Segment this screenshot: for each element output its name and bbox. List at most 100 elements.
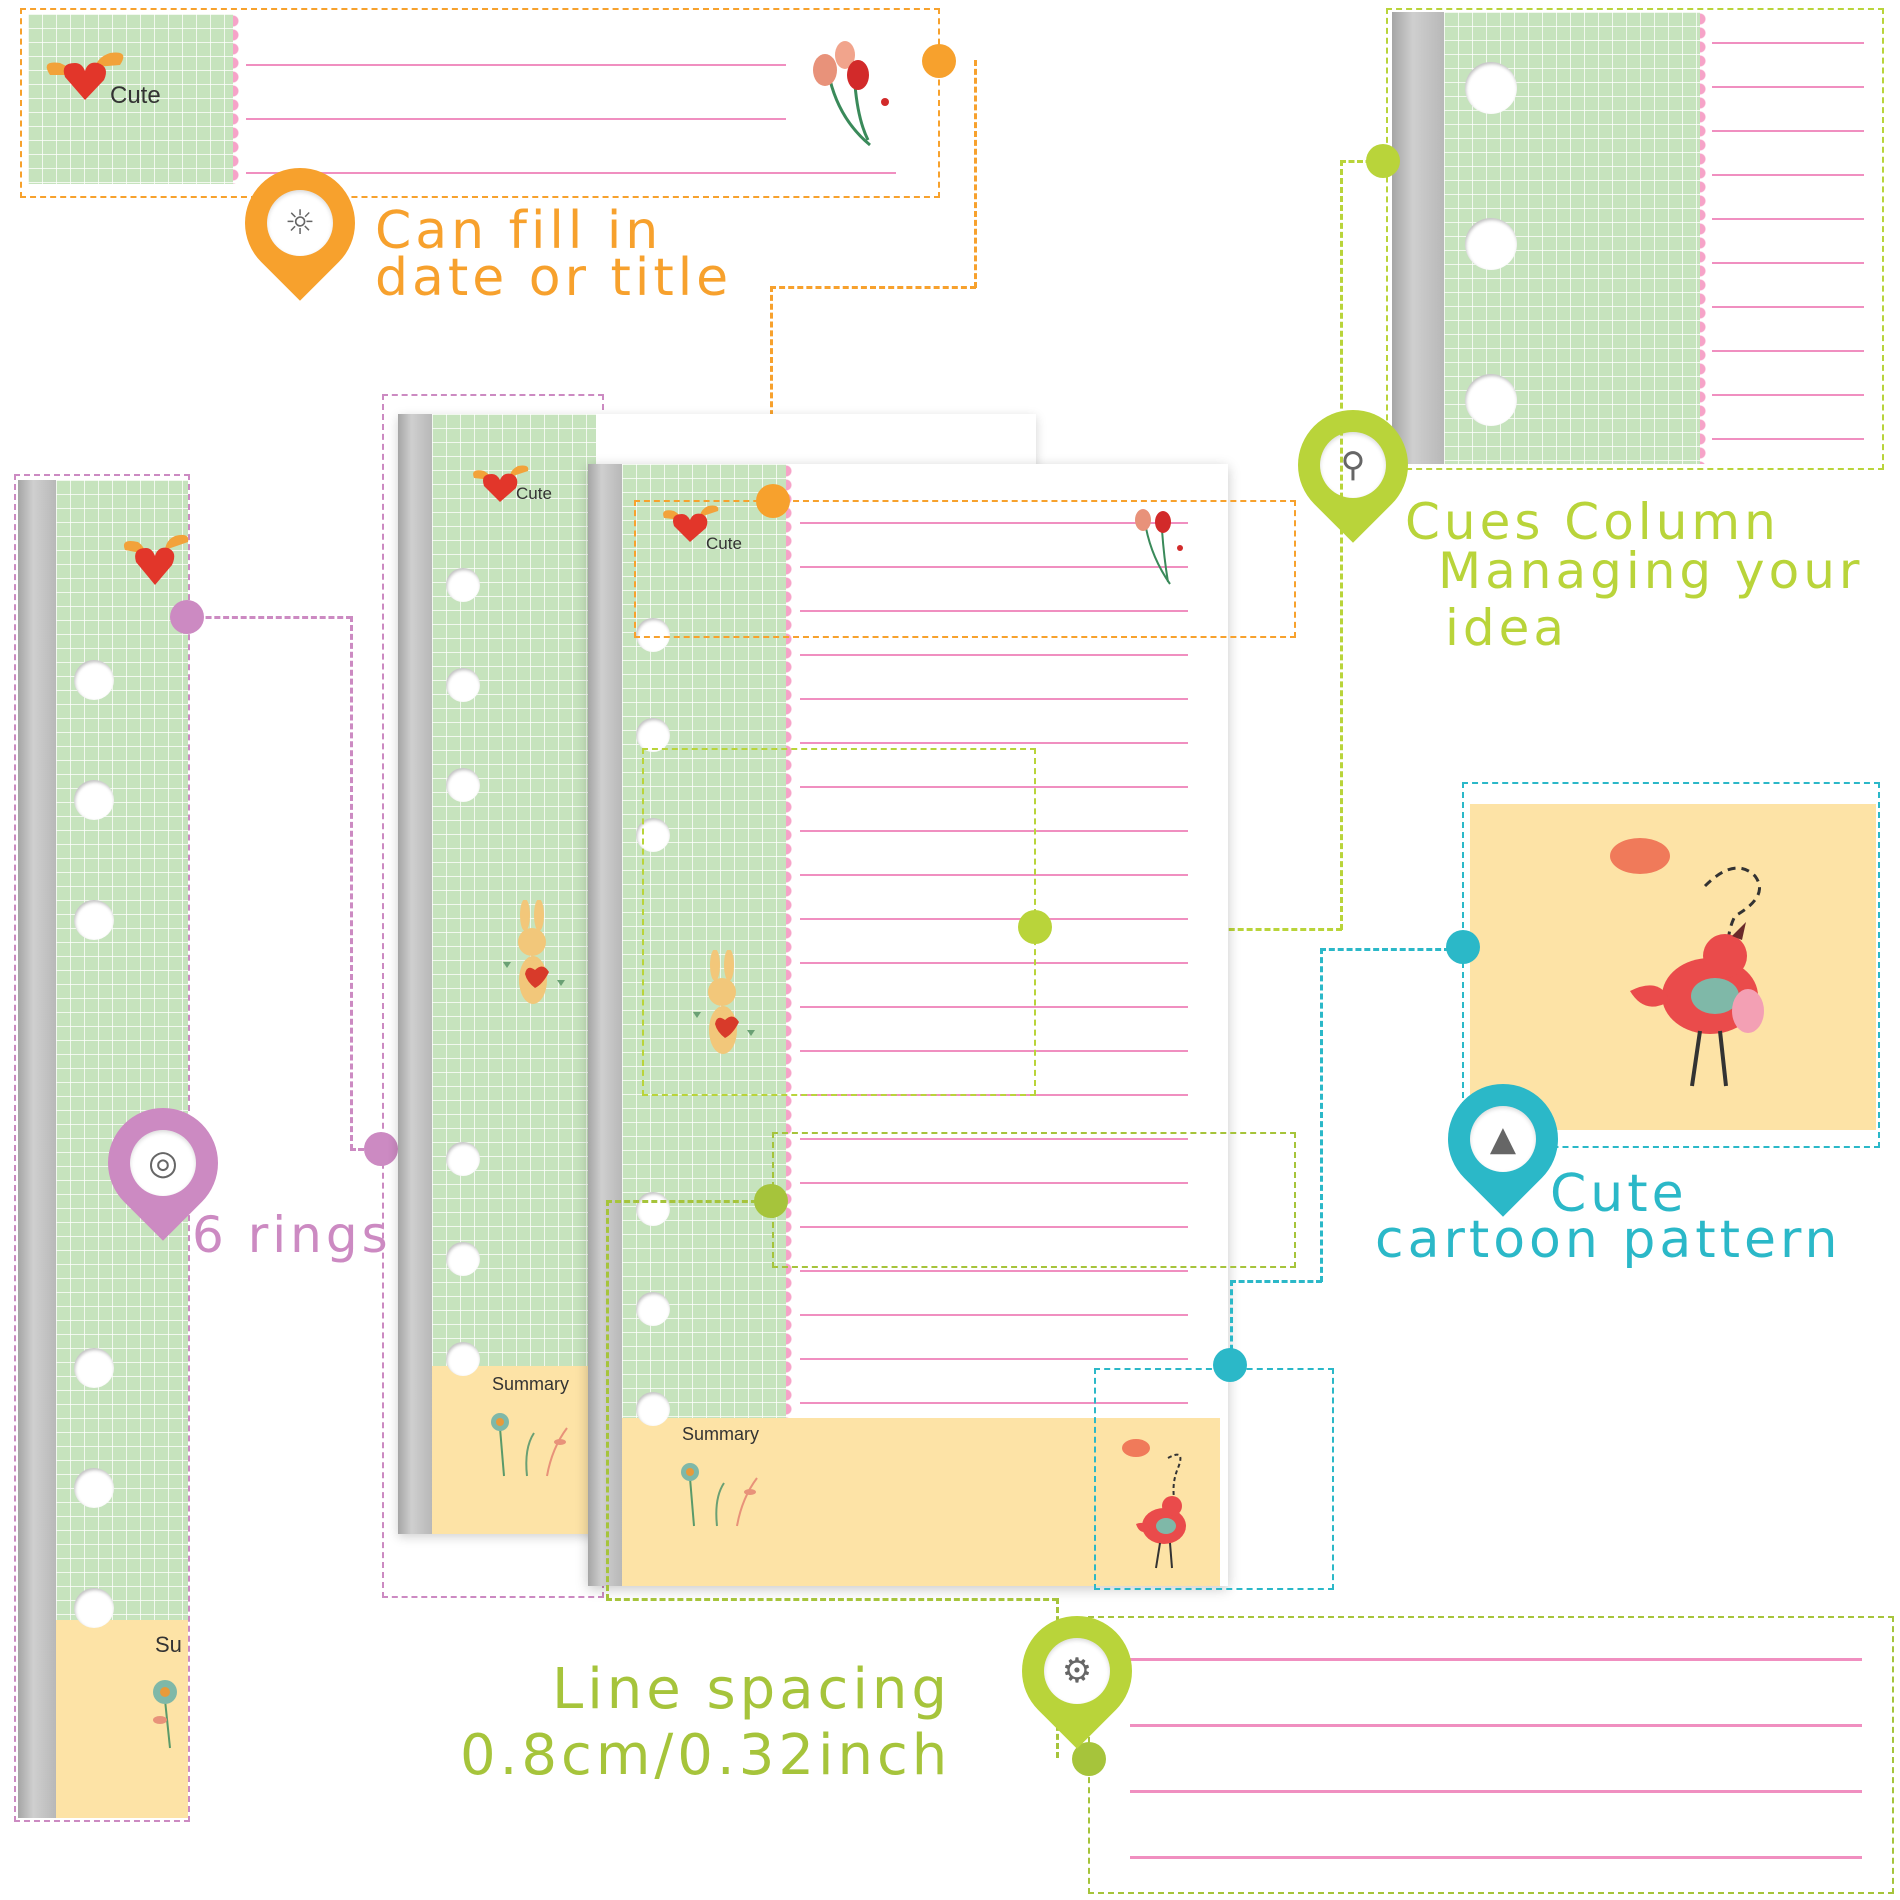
zoom-scallop-edge bbox=[233, 14, 245, 184]
green-connector-b bbox=[1340, 160, 1380, 163]
strip-flower-icon bbox=[140, 1670, 190, 1750]
cues-highlight-dot bbox=[1018, 910, 1052, 944]
zoom-rule-1 bbox=[246, 64, 786, 66]
back-bunny-icon bbox=[495, 899, 575, 1030]
cues-highlight-box bbox=[642, 748, 1036, 1096]
magnifier-icon: ⚲ bbox=[1340, 445, 1366, 485]
front-hole-1 bbox=[636, 618, 670, 652]
front-bunny-icon bbox=[685, 949, 765, 1080]
cues-zoom-scallop bbox=[1700, 12, 1712, 464]
front-hole-5 bbox=[636, 1292, 670, 1326]
rings-callout: 6 rings bbox=[192, 1206, 392, 1264]
cues-zoom-page-edge bbox=[1392, 12, 1444, 464]
spacing-connector-a bbox=[606, 1200, 766, 1203]
teal-connector-b bbox=[1230, 1280, 1322, 1283]
back-summary-label: Summary bbox=[492, 1374, 570, 1394]
front-page-edge bbox=[588, 464, 622, 1586]
tulip-flowers-icon bbox=[800, 40, 900, 150]
strip-heart-icon bbox=[120, 530, 190, 590]
rings-strip-edge bbox=[18, 480, 56, 1818]
cues-zoom-hole-1 bbox=[1465, 62, 1517, 114]
back-page-summary bbox=[432, 1366, 596, 1534]
cues-callout-line2: Managing your bbox=[1438, 542, 1864, 600]
pink-connector-a bbox=[188, 616, 352, 619]
front-page-summary bbox=[622, 1418, 1220, 1586]
bird-highlight-box bbox=[1094, 1368, 1334, 1590]
gear-icon: ⚙ bbox=[1061, 1651, 1093, 1691]
cartoon-connector-dot bbox=[1446, 930, 1480, 964]
back-hole-3 bbox=[446, 768, 480, 802]
zoom-grid-corner bbox=[28, 14, 233, 184]
front-summary-bird-icon bbox=[1116, 1428, 1206, 1578]
header-highlight-dot bbox=[756, 484, 790, 518]
cartoon-callout-line2: cartoon pattern bbox=[1375, 1210, 1842, 1270]
cues-zoom-rules bbox=[1712, 0, 1864, 462]
teal-connector-d bbox=[1320, 948, 1450, 951]
front-hole-2 bbox=[636, 718, 670, 752]
strip-hole-4 bbox=[74, 1348, 114, 1388]
back-hole-1 bbox=[446, 568, 480, 602]
strip-summary-label: Su bbox=[155, 1632, 182, 1657]
header-highlight-box bbox=[634, 500, 1296, 638]
spacing-connector-c bbox=[606, 1598, 1058, 1601]
date-title-zoom-frame bbox=[20, 8, 940, 198]
cartoon-callout-line1: Cute bbox=[1550, 1164, 1688, 1224]
spacing-highlight-box bbox=[772, 1132, 1296, 1268]
strip-hole-6 bbox=[74, 1588, 114, 1628]
front-page-scallop bbox=[786, 464, 798, 1418]
date-title-callout-line1: Can fill in bbox=[375, 201, 663, 261]
back-hole-6 bbox=[446, 1342, 480, 1376]
pink-connector-b bbox=[350, 616, 353, 1150]
back-heart-icon bbox=[470, 462, 530, 506]
front-summary-flowers-icon bbox=[672, 1458, 772, 1528]
spacing-connector-b bbox=[606, 1200, 609, 1600]
front-hole-3 bbox=[636, 818, 670, 852]
cartoon-bird-panel bbox=[1470, 804, 1876, 1130]
front-heart-icon bbox=[660, 502, 720, 546]
back-hole-4 bbox=[446, 1142, 480, 1176]
heart-wings-icon bbox=[40, 45, 130, 105]
cues-callout-line3: idea bbox=[1445, 599, 1569, 657]
back-cute-word: Cute bbox=[516, 484, 552, 503]
cues-column-zoom-frame bbox=[1386, 8, 1884, 470]
spacing-callout-line1: Line spacing bbox=[552, 1657, 951, 1722]
spacing-zoom-rule-2 bbox=[1130, 1724, 1862, 1727]
front-cute-word: Cute bbox=[706, 534, 742, 553]
spacing-zoom-rule-1 bbox=[1130, 1658, 1862, 1661]
teal-connector-a bbox=[1230, 1280, 1233, 1360]
briefcase-icon: ▲ bbox=[1489, 1119, 1517, 1159]
pink-connector-dot bbox=[364, 1132, 398, 1166]
front-hole-6 bbox=[636, 1392, 670, 1426]
front-flowers-icon bbox=[1128, 498, 1188, 588]
strip-hole-2 bbox=[74, 780, 114, 820]
lightbulb-icon: ☼ bbox=[284, 203, 316, 243]
zoom-rule-3 bbox=[246, 172, 896, 174]
rings-strip-grid bbox=[56, 480, 188, 1620]
back-summary-flowers-icon bbox=[482, 1408, 582, 1478]
date-title-callout-line2: date or title bbox=[375, 248, 733, 308]
teal-connector-c bbox=[1320, 948, 1323, 1282]
date-title-connector-dot bbox=[922, 44, 956, 78]
cues-zoom-hole-3 bbox=[1465, 374, 1517, 426]
orange-connector-b bbox=[770, 286, 976, 289]
spacing-zoom-rule-3 bbox=[1130, 1790, 1862, 1793]
back-page-edge bbox=[398, 414, 432, 1534]
orange-connector-a bbox=[974, 60, 977, 288]
target-icon: ◎ bbox=[148, 1143, 178, 1183]
orange-connector-c bbox=[770, 286, 773, 496]
back-hole-2 bbox=[446, 668, 480, 702]
front-page-rules bbox=[800, 480, 1188, 1410]
green-connector-a bbox=[1340, 160, 1343, 930]
strip-hole-3 bbox=[74, 900, 114, 940]
back-hole-5 bbox=[446, 1242, 480, 1276]
spacing-zoom-rule-4 bbox=[1130, 1856, 1862, 1859]
strip-hole-1 bbox=[74, 660, 114, 700]
cues-zoom-hole-2 bbox=[1465, 218, 1517, 270]
back-page-grid bbox=[432, 414, 596, 1366]
strip-hole-5 bbox=[74, 1468, 114, 1508]
spacing-callout-line2: 0.8cm/0.32inch bbox=[460, 1723, 952, 1788]
cues-callout-line1: Cues Column bbox=[1405, 493, 1780, 551]
zoom-cute-word: Cute bbox=[110, 82, 161, 109]
zoom-rule-2 bbox=[246, 118, 786, 120]
front-summary-label: Summary bbox=[682, 1424, 760, 1444]
